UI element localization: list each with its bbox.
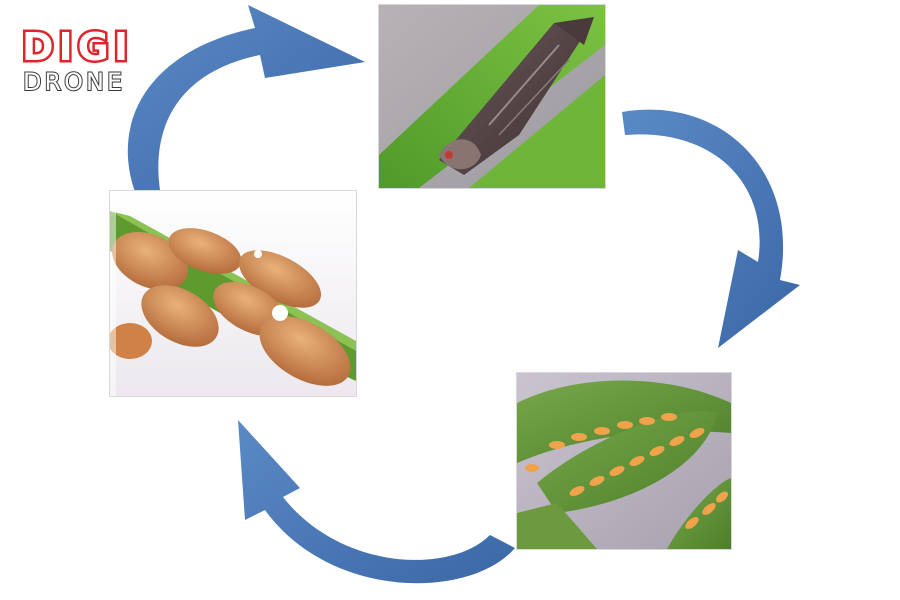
eggs-image — [517, 373, 731, 549]
arrow-eggs-to-nymphs — [238, 420, 515, 584]
nymphs-image — [110, 191, 356, 396]
adult-planthopper-photo — [379, 5, 605, 188]
svg-text:DIGI: DIGI — [22, 26, 133, 69]
eggs-on-leaf-photo — [517, 373, 731, 549]
egg-cluster — [525, 413, 728, 529]
adult-planthopper-image — [379, 5, 605, 188]
digi-drone-logo: DIGI DIGI DRONE DRONE — [20, 23, 157, 98]
svg-text:DRONE: DRONE — [23, 68, 125, 96]
arrow-nymphs-to-adult — [127, 5, 366, 192]
logo-line1: DIGI DIGI — [20, 23, 133, 72]
logo-mark: DIGI DIGI DRONE DRONE — [20, 23, 133, 98]
logo-line2: DRONE DRONE — [22, 67, 125, 97]
nymphs-on-stem-photo — [110, 191, 356, 396]
svg-text:DIGI: DIGI — [22, 26, 133, 69]
arrow-adult-to-eggs — [622, 109, 800, 349]
svg-text:DRONE: DRONE — [23, 68, 125, 96]
